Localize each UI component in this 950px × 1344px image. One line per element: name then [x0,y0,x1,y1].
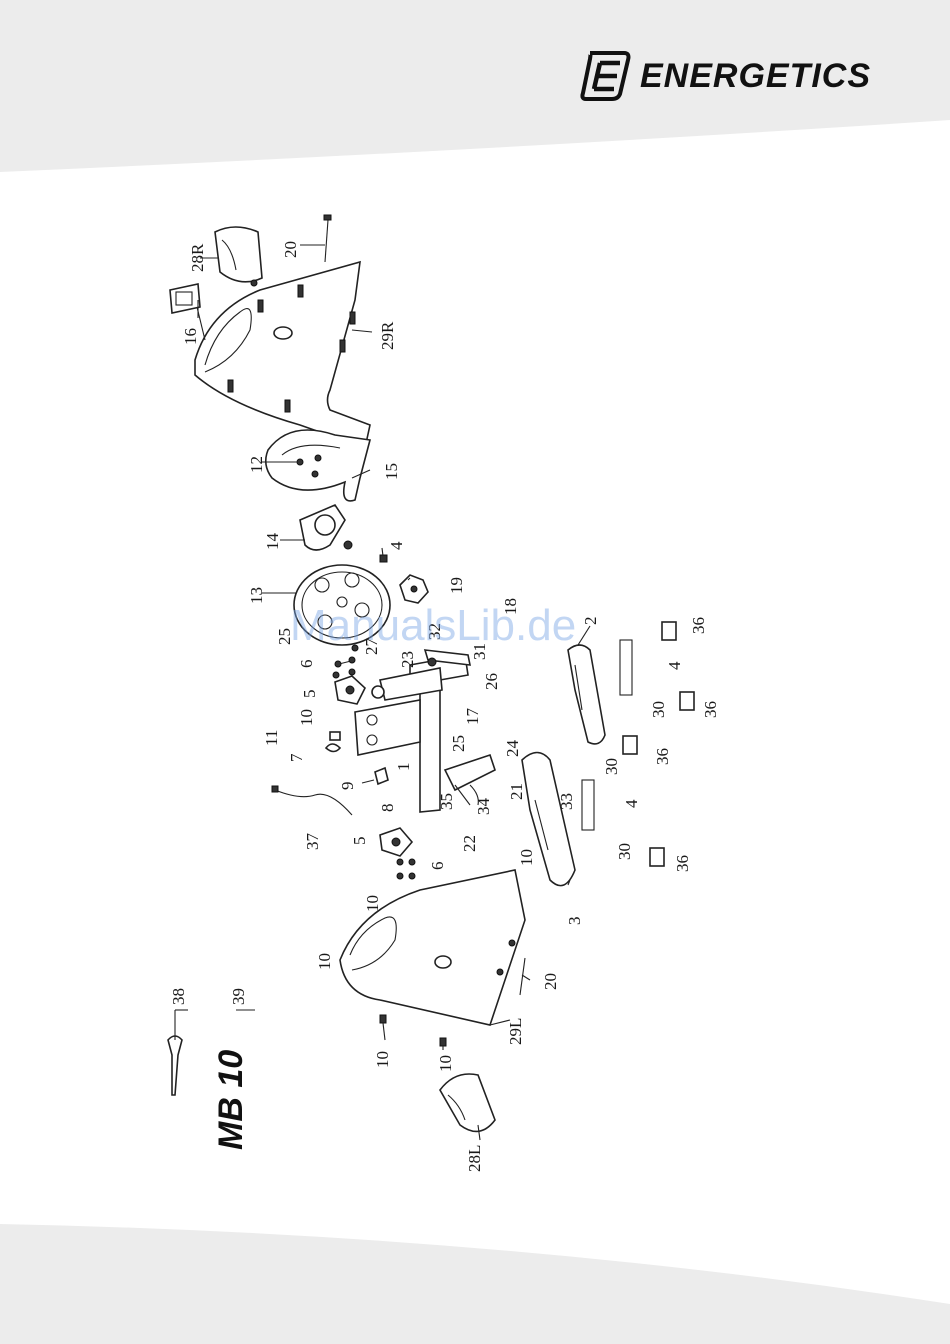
label-10-mid: 10 [517,849,536,866]
label-12: 12 [247,456,266,473]
label-36-c: 36 [653,748,672,765]
label-20-top: 20 [281,241,300,258]
label-7: 7 [287,753,306,762]
right-cover-29r [195,262,370,448]
label-30-right: 30 [649,701,668,718]
label-35: 35 [437,793,456,810]
left-cover-29l [340,870,525,1025]
label-4-lower: 4 [622,799,641,808]
handle-28r [215,227,262,286]
rear-stabilizer-2 [568,640,632,744]
label-15: 15 [382,463,401,480]
label-3: 3 [565,917,584,926]
label-14: 14 [263,533,282,551]
main-frame-1 [355,650,470,812]
label-26: 26 [482,673,501,690]
label-36-d: 36 [673,855,692,872]
label-23: 23 [398,651,417,668]
label-37: 37 [303,833,322,851]
label-25-mid: 25 [449,735,468,752]
belt-15 [266,430,370,501]
label-36-b: 36 [701,701,720,718]
label-10-left: 10 [363,895,382,912]
label-30-mid: 30 [602,758,621,775]
label-24: 24 [503,740,522,758]
watermark: ManualsLib.de [290,601,576,650]
label-4-top: 4 [387,541,406,550]
label-34: 34 [474,798,493,816]
label-10-edge: 10 [315,953,334,970]
screw-20-top [324,215,331,262]
knob-19 [400,575,428,603]
label-5-lower: 5 [350,837,369,846]
label-38: 38 [169,988,188,1005]
label-5-top: 5 [300,690,319,699]
label-8: 8 [378,804,397,813]
label-19: 19 [447,577,466,594]
label-30-lower: 30 [615,843,634,860]
label-10-top: 10 [297,709,316,726]
crank-set-upper [333,645,365,704]
crank-set-lower [380,828,415,879]
screws-10-lower [380,1015,446,1046]
label-13: 13 [247,587,266,604]
label-2: 2 [581,617,600,626]
label-33: 33 [557,793,576,810]
end-caps-36 [623,622,694,866]
label-16: 16 [181,328,200,345]
label-17: 17 [463,708,482,726]
bolt-4-top [380,555,387,562]
label-11: 11 [262,730,281,746]
model-name: MB 10 [212,1050,250,1150]
label-10-low: 10 [436,1055,455,1072]
label-9: 9 [338,782,357,791]
label-6-lower: 6 [428,862,447,871]
label-28r: 28R [188,243,207,272]
label-4-right: 4 [665,661,684,670]
label-36-a: 36 [689,617,708,634]
label-20-lower: 20 [541,973,560,990]
label-29l: 29L [506,1018,525,1045]
label-1: 1 [394,763,413,772]
label-29r: 29R [378,321,397,350]
label-28l: 28L [465,1145,484,1172]
wrench-38 [168,1036,182,1095]
label-6-top: 6 [297,660,316,669]
label-22: 22 [460,835,479,852]
handle-28l [440,1074,495,1131]
label-39: 39 [229,988,248,1005]
label-10-bottom: 10 [373,1051,392,1068]
idler-bracket-14 [300,505,352,550]
label-21: 21 [507,783,526,800]
